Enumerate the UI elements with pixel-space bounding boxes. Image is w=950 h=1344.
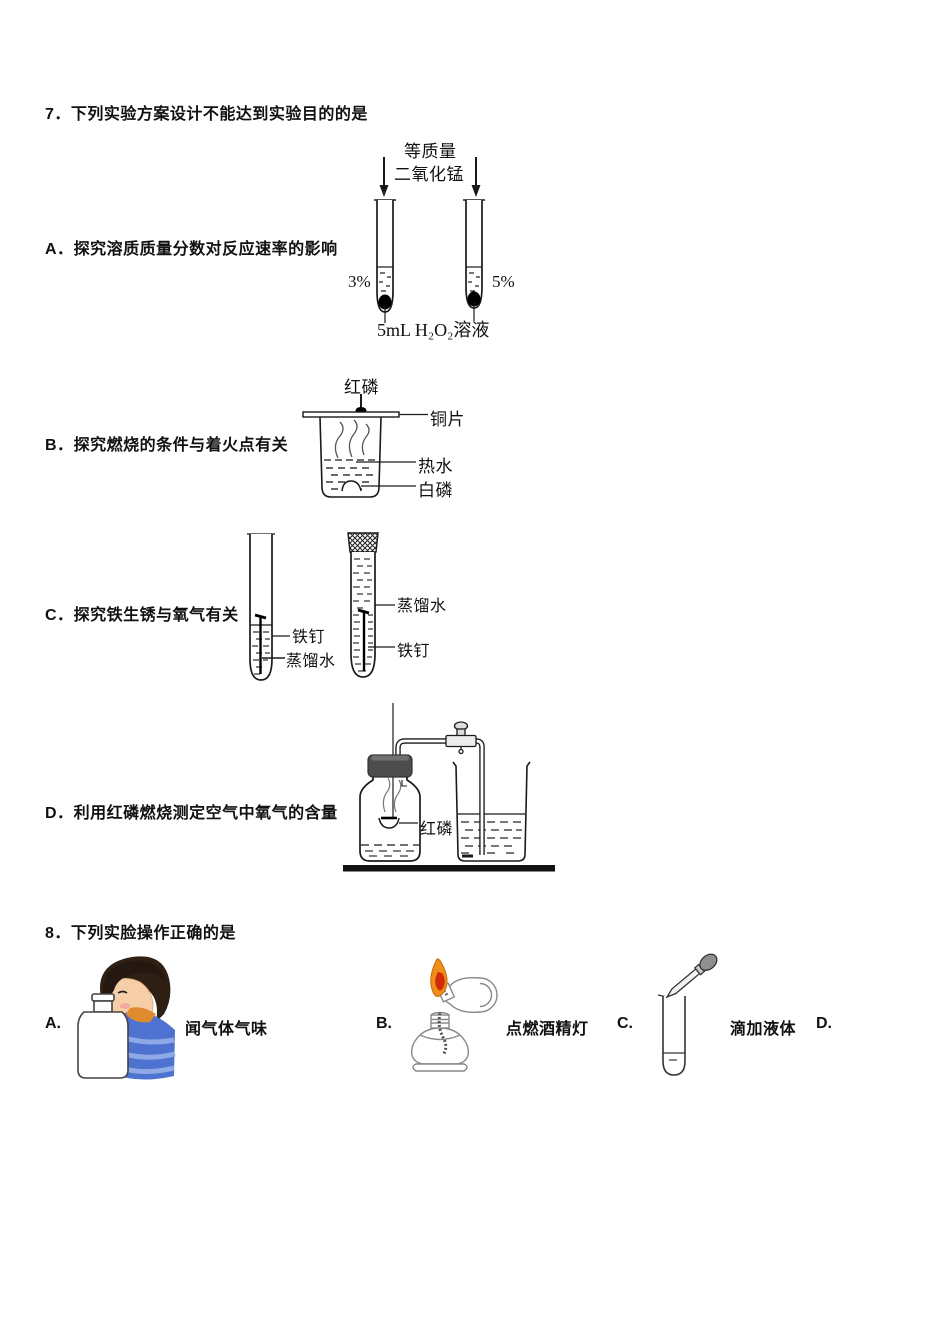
option-c-row: C．探究铁生锈与氧气有关 xyxy=(45,601,239,625)
q8-option-a-caption: 闻气体气味 xyxy=(185,1021,268,1038)
diagram-b-burning-condition xyxy=(302,394,428,498)
iron-nail xyxy=(357,608,370,671)
wick xyxy=(437,1012,448,1056)
wide-mouth-bottle xyxy=(359,777,421,862)
iron-nail xyxy=(254,613,267,674)
option-d-text: 利用红磷燃烧测定空气中氧气的含量 xyxy=(73,805,338,822)
equal-mass-label: 等质量 xyxy=(404,142,457,161)
flame-icon xyxy=(430,958,448,997)
manganese-dioxide-label: 二氧化锰 xyxy=(394,165,464,184)
steam-wisps xyxy=(334,419,370,459)
option-c-label: C． xyxy=(45,607,74,624)
rubber-bulb xyxy=(699,953,718,971)
q8-option-c-caption: 滴加液体 xyxy=(730,1021,797,1038)
rubber-stopper xyxy=(347,532,379,553)
option-b-text: 探究燃烧的条件与着火点有关 xyxy=(73,437,289,454)
combustion-spoon xyxy=(378,816,400,829)
concentration-5pct-label: 5% xyxy=(492,272,515,291)
h2o2-solution-label: 5mL H₂O₂溶液 xyxy=(377,320,490,340)
hot-water xyxy=(324,459,377,490)
option-b-label: B． xyxy=(45,437,74,454)
down-arrow-left-icon xyxy=(379,157,389,197)
smelling-gas-illustration xyxy=(77,956,176,1080)
question-8-title: 下列实脸操作正确的是 xyxy=(70,925,236,942)
beaker-water xyxy=(461,821,522,854)
down-arrow-right-icon xyxy=(471,157,481,197)
iron-nail-label-right: 铁钉 xyxy=(397,643,431,660)
option-c-text: 探究铁生锈与氧气有关 xyxy=(73,607,239,624)
iron-nail-label-left: 铁钉 xyxy=(292,629,326,646)
q8-option-c-label: C. xyxy=(617,1015,633,1032)
option-a-label: A． xyxy=(45,241,74,258)
gas-bottle xyxy=(77,993,129,1079)
hair-fringe xyxy=(103,960,166,1006)
option-b-row: B．探究燃烧的条件与着火点有关 xyxy=(45,431,288,455)
option-a-text: 探究溶质质量分数对反应速率的影响 xyxy=(73,241,338,258)
concentration-3pct-label: 3% xyxy=(348,272,371,291)
sealed-test-tube xyxy=(347,532,395,678)
option-a-row: A．探究溶质质量分数对反应速率的影响 xyxy=(45,235,338,259)
copper-sheet xyxy=(302,411,400,418)
distilled-water-label-right: 蒸馏水 xyxy=(397,598,447,615)
white-phosphorus-lump xyxy=(341,480,362,492)
collar xyxy=(126,1007,156,1023)
smoke-wisps xyxy=(382,777,402,813)
option-d-label: D． xyxy=(45,805,74,822)
diagram-d-oxygen-measurement xyxy=(343,703,555,872)
question-8-heading: 8．下列实脸操作正确的是 xyxy=(45,919,236,943)
test-tube xyxy=(657,994,686,1076)
q8-option-b-label: B. xyxy=(376,1015,392,1032)
question-8-number: 8． xyxy=(45,925,71,942)
diagram-a-test-tubes xyxy=(374,157,485,323)
question-7-title: 下列实验方案设计不能达到实验目的的是 xyxy=(70,106,368,123)
question-7-heading: 7．下列实验方案设计不能达到实验目的的是 xyxy=(45,100,368,124)
test-tube-3pct xyxy=(374,199,396,323)
option-d-row: D．利用红磷燃烧测定空气中氧气的含量 xyxy=(45,799,338,823)
copper-sheet-label: 铜片 xyxy=(430,410,465,429)
gas-tube xyxy=(395,738,485,855)
white-phosphorus-label: 白磷 xyxy=(418,481,453,500)
dropper-in-tube-illustration xyxy=(657,953,718,1076)
open-test-tube xyxy=(247,533,290,681)
blush xyxy=(120,1003,130,1009)
dropper xyxy=(665,953,718,999)
q8-option-a-label: A. xyxy=(45,1015,61,1032)
lighting-alcohol-lamp-illustration xyxy=(410,958,498,1072)
distilled-water-label-left: 蒸馏水 xyxy=(286,653,336,670)
eye xyxy=(117,990,128,994)
red-phosphorus-label-b: 红磷 xyxy=(344,378,379,397)
q8-option-b-caption: 点燃酒精灯 xyxy=(506,1021,589,1038)
table-surface xyxy=(343,865,555,872)
question-7-number: 7． xyxy=(45,106,71,123)
hot-water-label: 热水 xyxy=(418,457,453,476)
q8-option-d-label: D. xyxy=(816,1015,832,1032)
beaker xyxy=(452,761,531,862)
rubber-stopper xyxy=(367,754,413,778)
diagram-c-rust-experiment xyxy=(247,532,395,681)
test-tube-5pct xyxy=(463,199,485,321)
beaker-outline xyxy=(319,416,382,498)
valve xyxy=(445,721,477,755)
red-phosphorus-label-d: 红磷 xyxy=(420,821,454,838)
upright-lamp xyxy=(410,1011,470,1072)
